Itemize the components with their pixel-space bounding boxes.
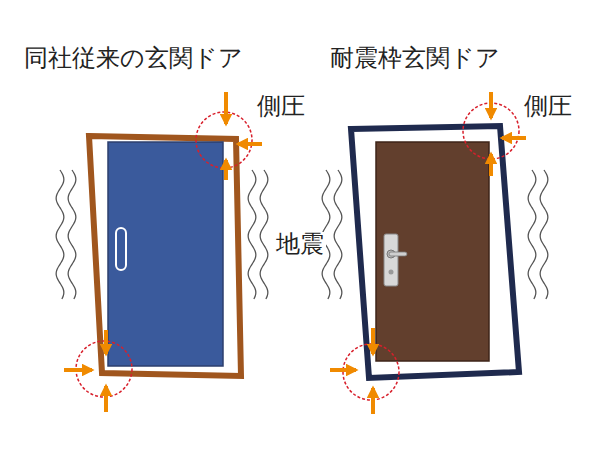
shake-line bbox=[260, 170, 268, 299]
door-frame bbox=[89, 136, 241, 376]
handle-plate bbox=[384, 234, 398, 286]
door-leaf bbox=[376, 142, 489, 361]
door-title: 耐震枠玄関ドア bbox=[330, 46, 500, 70]
shake-line bbox=[540, 170, 548, 299]
shake-line bbox=[334, 170, 342, 299]
shake-line bbox=[248, 170, 256, 299]
door-handle bbox=[116, 228, 126, 270]
door-title: 同社従来の玄関ドア bbox=[24, 46, 243, 70]
keyhole bbox=[389, 270, 394, 275]
shake-line bbox=[68, 170, 76, 299]
shake-line bbox=[528, 170, 536, 299]
pressure-arrows bbox=[64, 92, 526, 414]
shake-line bbox=[56, 170, 64, 299]
seismic-frame bbox=[351, 126, 519, 378]
pressure-circles bbox=[76, 103, 519, 400]
earthquake-label: 地震 bbox=[274, 232, 326, 256]
pressure-label: 側圧 bbox=[522, 94, 574, 118]
door-leaf bbox=[108, 142, 223, 366]
pressure-label: 側圧 bbox=[255, 94, 307, 118]
lever bbox=[389, 252, 407, 256]
